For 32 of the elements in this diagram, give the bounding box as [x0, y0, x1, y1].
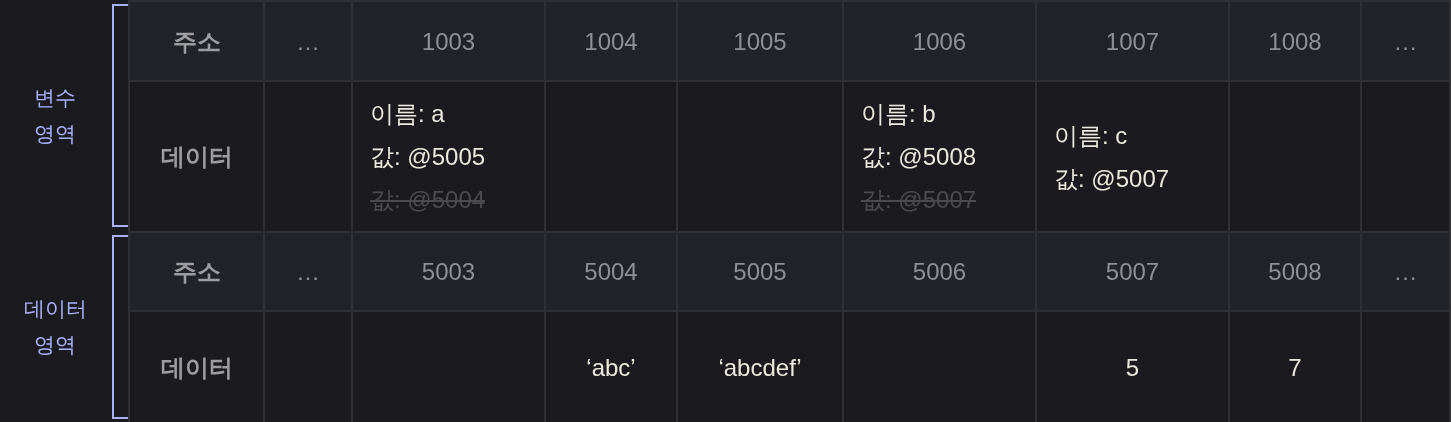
address-label: 1006	[912, 26, 967, 57]
address-label: 1008	[1268, 26, 1322, 57]
cell-value: 7	[1288, 352, 1302, 383]
address-label: 1005	[733, 26, 787, 57]
address-label: 5006	[912, 257, 967, 287]
cell-value: 이름: b	[861, 99, 936, 129]
ellipsis: …	[296, 257, 320, 287]
cell-value: 이름: c	[1054, 120, 1128, 151]
cell-value: 값: @5007	[1054, 163, 1170, 194]
cell-value: 값: @5005	[370, 142, 486, 172]
region-label: 데이터 영역	[22, 295, 88, 358]
cell-value: ‘abc’	[586, 352, 636, 383]
ellipsis: …	[1393, 257, 1418, 287]
address-label: 5004	[584, 257, 638, 287]
cell-value: ‘abcdef’	[718, 352, 802, 383]
row-header: 주소	[172, 257, 221, 287]
cell-value: 값: @5008	[861, 142, 977, 172]
ellipsis: …	[1393, 26, 1418, 57]
address-label: 5003	[421, 257, 476, 287]
row-header: 데이터	[160, 142, 233, 172]
ellipsis: …	[296, 26, 320, 57]
address-label: 1007	[1105, 26, 1160, 57]
address-label: 1004	[584, 26, 638, 57]
row-header: 주소	[172, 26, 221, 57]
address-label: 1003	[421, 26, 476, 57]
cell-value: 이름: a	[370, 99, 445, 129]
address-label: 5008	[1268, 257, 1322, 287]
region-label: 변수 영역	[33, 84, 77, 147]
address-label: 5005	[733, 257, 787, 287]
cell-value: 5	[1125, 352, 1140, 383]
row-header: 데이터	[160, 352, 233, 383]
address-label: 5007	[1105, 257, 1160, 287]
